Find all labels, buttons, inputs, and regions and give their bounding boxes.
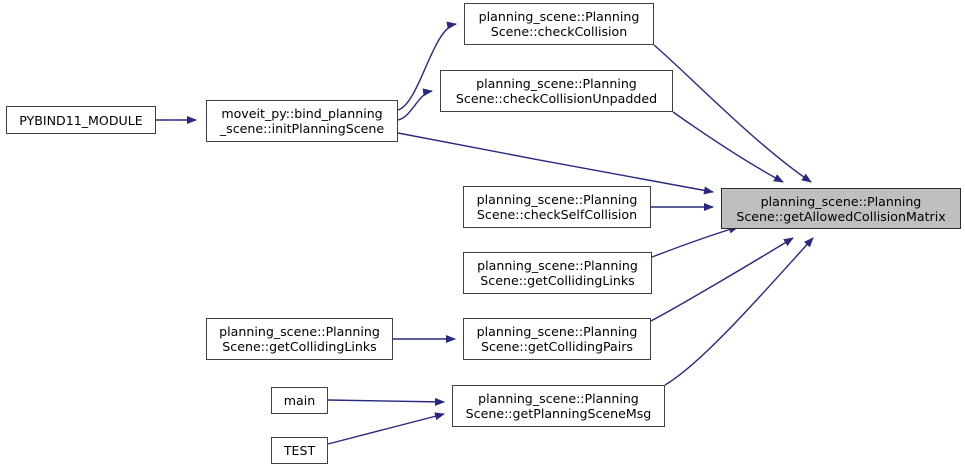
edge-check_collision-to-get_allowed_collision_matrix	[653, 44, 812, 183]
node-test[interactable]: TEST	[271, 437, 328, 464]
node-label-check_collision: planning_scene::Planning Scene::checkCol…	[478, 9, 640, 39]
node-main[interactable]: main	[271, 387, 328, 414]
edge-get_planning_scene_msg-to-get_allowed_collision_matrix	[664, 237, 814, 386]
edge-init_planning_scene-to-get_allowed_collision_matrix	[397, 132, 714, 195]
edge-get_colliding_pairs-to-get_allowed_collision_matrix	[650, 237, 794, 322]
node-get_planning_scene_msg[interactable]: planning_scene::Planning Scene::getPlann…	[452, 385, 665, 427]
node-label-get_allowed_collision_matrix: planning_scene::Planning Scene::getAllow…	[736, 193, 946, 224]
edge-get_colliding_links_right-to-get_allowed_collision_matrix	[651, 225, 739, 258]
edge-test-to-get_planning_scene_msg	[327, 412, 445, 445]
node-get_colliding_pairs[interactable]: planning_scene::Planning Scene::getColli…	[463, 318, 651, 360]
node-pybind11_module[interactable]: PYBIND11_MODULE	[6, 106, 156, 134]
node-label-main: main	[283, 393, 316, 408]
node-label-init_planning_scene: moveit_py::bind_planning _scene::initPla…	[219, 106, 385, 136]
node-check_self_collision[interactable]: planning_scene::Planning Scene::checkSel…	[463, 186, 651, 228]
node-init_planning_scene[interactable]: moveit_py::bind_planning _scene::initPla…	[206, 100, 398, 142]
edge-main-to-get_planning_scene_msg	[327, 397, 445, 406]
node-label-get_colliding_links_right: planning_scene::Planning Scene::getColli…	[477, 258, 638, 288]
node-get_allowed_collision_matrix[interactable]: planning_scene::Planning Scene::getAllow…	[721, 188, 961, 229]
node-label-test: TEST	[283, 443, 316, 458]
edge-init_planning_scene-to-check_collision_unpadded	[397, 88, 433, 121]
node-check_collision_unpadded[interactable]: planning_scene::Planning Scene::checkCol…	[440, 70, 673, 112]
node-label-pybind11_module: PYBIND11_MODULE	[19, 112, 143, 128]
node-label-check_collision_unpadded: planning_scene::Planning Scene::checkCol…	[455, 76, 658, 106]
node-label-get_planning_scene_msg: planning_scene::Planning Scene::getPlann…	[465, 391, 652, 421]
node-label-check_self_collision: planning_scene::Planning Scene::checkSel…	[476, 192, 638, 222]
node-label-get_colliding_links_left: planning_scene::Planning Scene::getColli…	[219, 324, 380, 354]
node-get_colliding_links_right[interactable]: planning_scene::Planning Scene::getColli…	[463, 252, 652, 294]
edge-check_collision_unpadded-to-get_allowed_collision_matrix	[672, 111, 784, 183]
node-get_colliding_links_left[interactable]: planning_scene::Planning Scene::getColli…	[206, 318, 393, 360]
node-label-get_colliding_pairs: planning_scene::Planning Scene::getColli…	[476, 324, 638, 354]
node-check_collision[interactable]: planning_scene::Planning Scene::checkCol…	[464, 3, 654, 45]
